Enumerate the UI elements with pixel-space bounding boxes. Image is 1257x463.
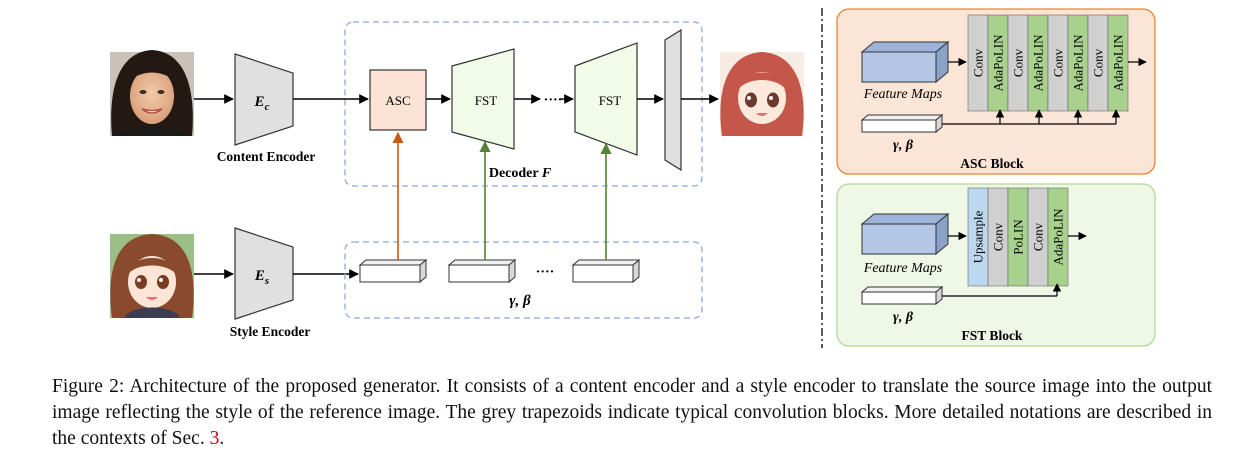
fst-block-title: FST Block — [962, 328, 1023, 343]
fst-node-1 — [451, 48, 515, 150]
fst-node-2 — [574, 42, 638, 156]
decoder-region — [344, 21, 703, 187]
style-encoder-label: Style Encoder — [230, 324, 311, 339]
asc-feature-maps — [860, 40, 950, 84]
asc-layer-4-label: AdaPoLIN — [1031, 34, 1046, 92]
asc-layer-2-label: AdaPoLIN — [991, 34, 1006, 92]
content-encoder-trapezoid — [234, 53, 294, 146]
fst-layer-4-label: Conv — [1031, 222, 1046, 251]
asc-block-title: ASC Block — [960, 156, 1024, 171]
asc-layer-7-label: Conv — [1091, 48, 1106, 77]
asc-block-arrows — [942, 57, 1147, 125]
fst-node-1-label: FST — [475, 93, 497, 108]
section-reference-link[interactable]: 3 — [209, 428, 220, 449]
fst-param-vector — [860, 285, 944, 306]
fst-feature-maps-label: Feature Maps — [863, 261, 943, 276]
asc-layer-stack: Conv AdaPoLIN Conv AdaPoLIN Conv AdaPoLIN Conv… — [967, 14, 1129, 112]
fst-node-2-label: FST — [599, 93, 621, 108]
asc-feature-maps-label: Feature Maps — [863, 87, 943, 102]
style-code-vector-1 — [358, 258, 428, 284]
asc-param-label: γ, β — [893, 138, 914, 153]
figure-caption: Figure 2: Architecture of the proposed g… — [52, 376, 1212, 449]
content-image — [110, 50, 194, 136]
style-encoder-symbol: Es — [254, 268, 269, 287]
fst-layer-1-label: Upsample — [971, 210, 986, 263]
main-flow-arrows — [194, 94, 719, 279]
content-encoder-symbol: Ec — [254, 94, 270, 113]
output-conv-trapezoid — [664, 28, 682, 172]
gamma-beta-label: γ, β — [509, 293, 531, 309]
decoder-dots: ···· — [544, 93, 563, 108]
output-image — [720, 52, 804, 136]
style-code-vector-2 — [447, 258, 517, 284]
asc-node-label: ASC — [385, 93, 410, 108]
style-encoder-trapezoid — [234, 227, 294, 320]
decoder-label: Decoder F — [489, 166, 552, 181]
asc-layer-8-label: AdaPoLIN — [1111, 34, 1126, 92]
style-code-vectors — [358, 258, 641, 284]
fst-layer-3-label: PoLIN — [1011, 219, 1026, 255]
asc-layer-5-label: Conv — [1051, 48, 1066, 77]
asc-layer-1-label: Conv — [971, 48, 986, 77]
fst-layer-5-label: AdaPoLIN — [1051, 208, 1066, 266]
fst-feature-maps — [860, 212, 950, 256]
asc-param-vector — [860, 113, 944, 134]
style-code-region — [344, 241, 703, 319]
fst-layer-2-label: Conv — [991, 222, 1006, 251]
asc-node — [369, 69, 427, 131]
fst-layer-stack: Upsample Conv PoLIN Conv AdaPoLIN — [967, 187, 1069, 287]
style-code-dots: ···· — [536, 265, 555, 280]
fst-param-label: γ, β — [893, 310, 914, 325]
asc-layer-3-label: Conv — [1011, 48, 1026, 77]
style-image — [110, 234, 194, 318]
content-encoder-label: Content Encoder — [217, 149, 316, 164]
fst-block-arrows — [942, 231, 1087, 297]
asc-layer-6-label: AdaPoLIN — [1071, 34, 1086, 92]
style-code-vector-3 — [571, 258, 641, 284]
